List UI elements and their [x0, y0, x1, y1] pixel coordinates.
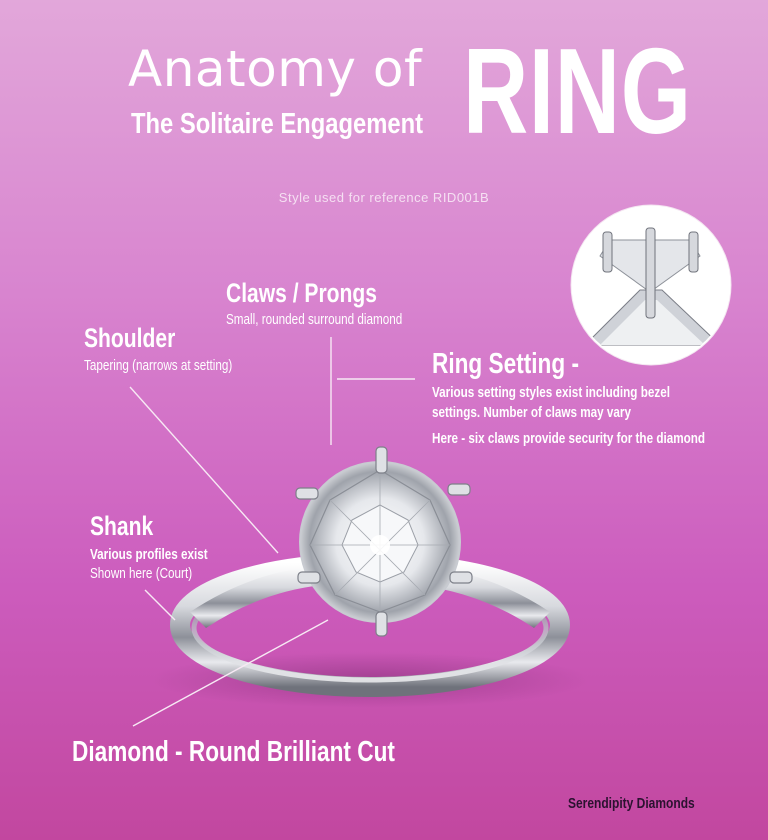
shank-heading: Shank: [90, 511, 154, 541]
shank-description-2: Shown here (Court): [90, 565, 193, 582]
setting-closeup: [570, 204, 732, 366]
diamond-leader-line: [132, 619, 329, 727]
setting-description-3: Here - six claws provide security for th…: [432, 430, 706, 447]
setting-description-1: Various setting styles exist including b…: [432, 384, 670, 401]
title-line-2: The Solitaire Engagement: [131, 108, 424, 140]
reference-note: Style used for reference RID001B: [278, 190, 490, 205]
shank-leader-line: [144, 589, 176, 621]
brand-credit: Serendipity Diamonds: [568, 795, 695, 812]
shoulder-heading: Shoulder: [84, 323, 176, 353]
setting-heading: Ring Setting -: [432, 348, 580, 380]
title-line-1: Anatomy of: [128, 40, 423, 98]
diamond-stone: [299, 461, 461, 623]
setting-description-2: settings. Number of claws may vary: [432, 404, 631, 421]
diamond-heading: Diamond - Round Brilliant Cut: [72, 736, 395, 768]
claws-description: Small, rounded surround diamond: [226, 311, 403, 328]
shoulder-leader-line: [129, 386, 279, 554]
claws: [295, 446, 473, 637]
shoulder-description: Tapering (narrows at setting): [84, 357, 233, 374]
leader-lines: [129, 337, 415, 727]
title-emphasis: RING: [463, 23, 692, 159]
shank-description-1: Various profiles exist: [90, 546, 208, 563]
claws-heading: Claws / Prongs: [226, 278, 377, 308]
